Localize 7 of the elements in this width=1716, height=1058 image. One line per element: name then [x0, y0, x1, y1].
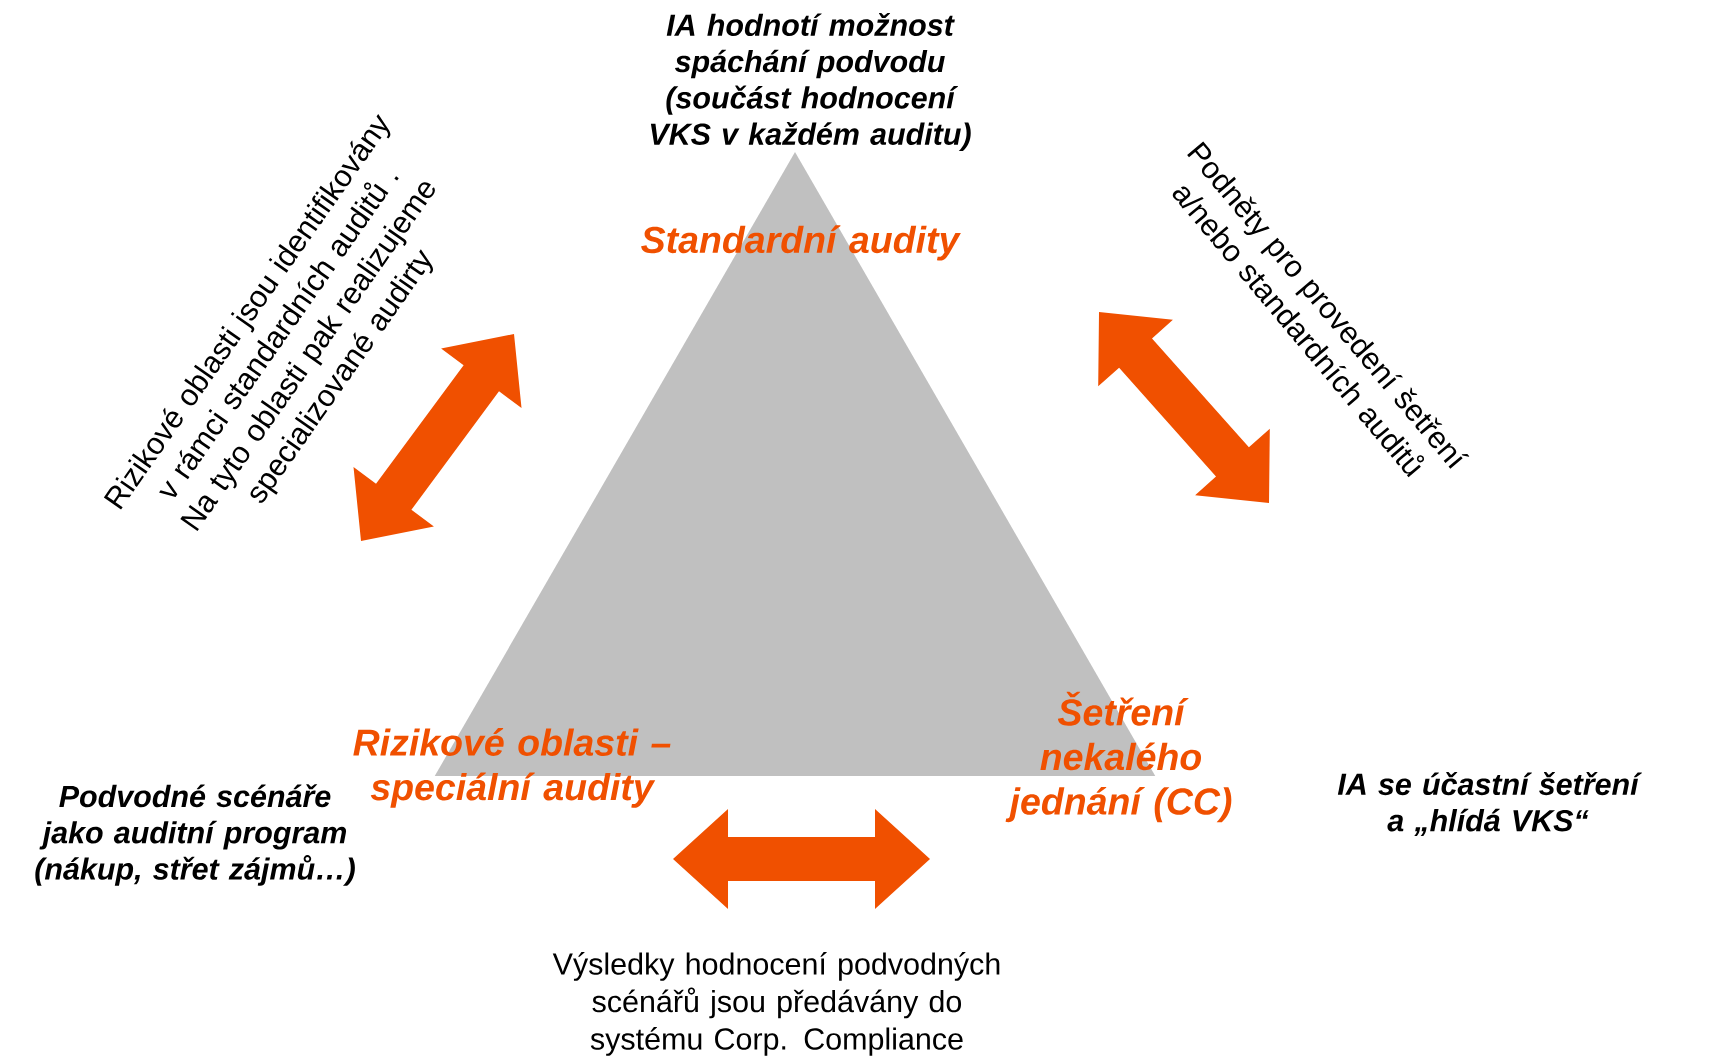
note: Podvodné scénáře jako auditní program (nákup, střet zájmů…) — [35, 784, 355, 886]
note: IA se účastní šetření a „hlídá VKS“ — [1337, 772, 1642, 836]
side-note: Výsledky hodnocení podvodných scénářů jsou předávány do systému Corp. Compliance — [552, 952, 1000, 1056]
corner-label: Rizikové oblasti – speciální audity — [353, 728, 671, 808]
note: IA hodnotí možnost spáchání podvodu (součást hodnocení VKS v každém auditu) — [650, 12, 971, 151]
corner-label: Standardní audity — [641, 225, 961, 261]
corner-label: Šetření nekalého jednání (CC) — [1005, 691, 1232, 823]
